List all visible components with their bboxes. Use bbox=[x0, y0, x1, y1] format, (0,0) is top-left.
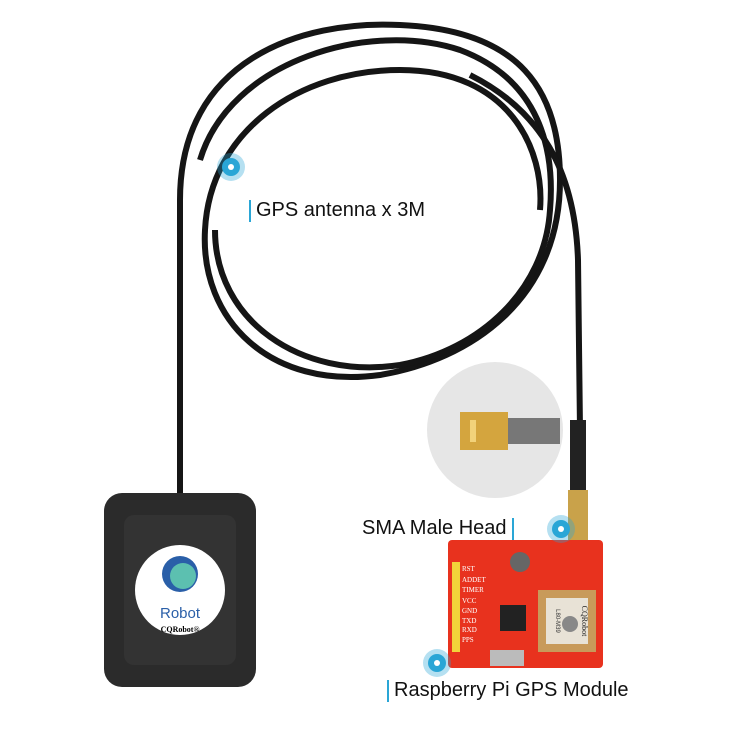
pin-label: TIMER bbox=[462, 586, 484, 594]
gps-puck bbox=[104, 493, 256, 687]
antenna-label: GPS antenna x 3M bbox=[244, 199, 425, 222]
pin-label: GND bbox=[462, 607, 477, 615]
pin-label: ADDET bbox=[462, 576, 486, 584]
chip-model: L80-M39 bbox=[554, 609, 560, 633]
puck-brand: CQRobot® bbox=[161, 625, 200, 634]
pin-label: RXD bbox=[462, 626, 477, 634]
pin-label: VCC bbox=[462, 597, 477, 605]
chip-brand: CQRobot bbox=[580, 606, 589, 637]
antenna-marker-icon bbox=[222, 158, 240, 176]
pin-label: PPS bbox=[462, 636, 474, 644]
antenna-label-text: GPS antenna x 3M bbox=[256, 199, 425, 221]
sma-connector bbox=[568, 490, 588, 540]
sma-marker-icon bbox=[552, 520, 570, 538]
cable bbox=[177, 21, 583, 495]
module-label: Raspberry Pi GPS Module bbox=[382, 679, 629, 702]
pin-labels: RST ADDET TIMER VCC GND TXD RXD PPS bbox=[462, 565, 486, 644]
label-bar bbox=[511, 517, 514, 540]
puck-logo-word: Robot bbox=[160, 605, 201, 622]
module-marker-icon bbox=[428, 654, 446, 672]
pin-label: TXD bbox=[462, 617, 476, 625]
sma-inset bbox=[427, 362, 563, 498]
cable-boot bbox=[570, 420, 586, 490]
label-bar bbox=[387, 679, 389, 702]
label-bar bbox=[249, 199, 251, 222]
sma-label-text: SMA Male Head bbox=[362, 517, 507, 539]
module-label-text: Raspberry Pi GPS Module bbox=[394, 679, 629, 701]
sma-label: SMA Male Head bbox=[362, 517, 519, 540]
pin-label: RST bbox=[462, 565, 476, 573]
gps-module-board bbox=[448, 540, 603, 668]
